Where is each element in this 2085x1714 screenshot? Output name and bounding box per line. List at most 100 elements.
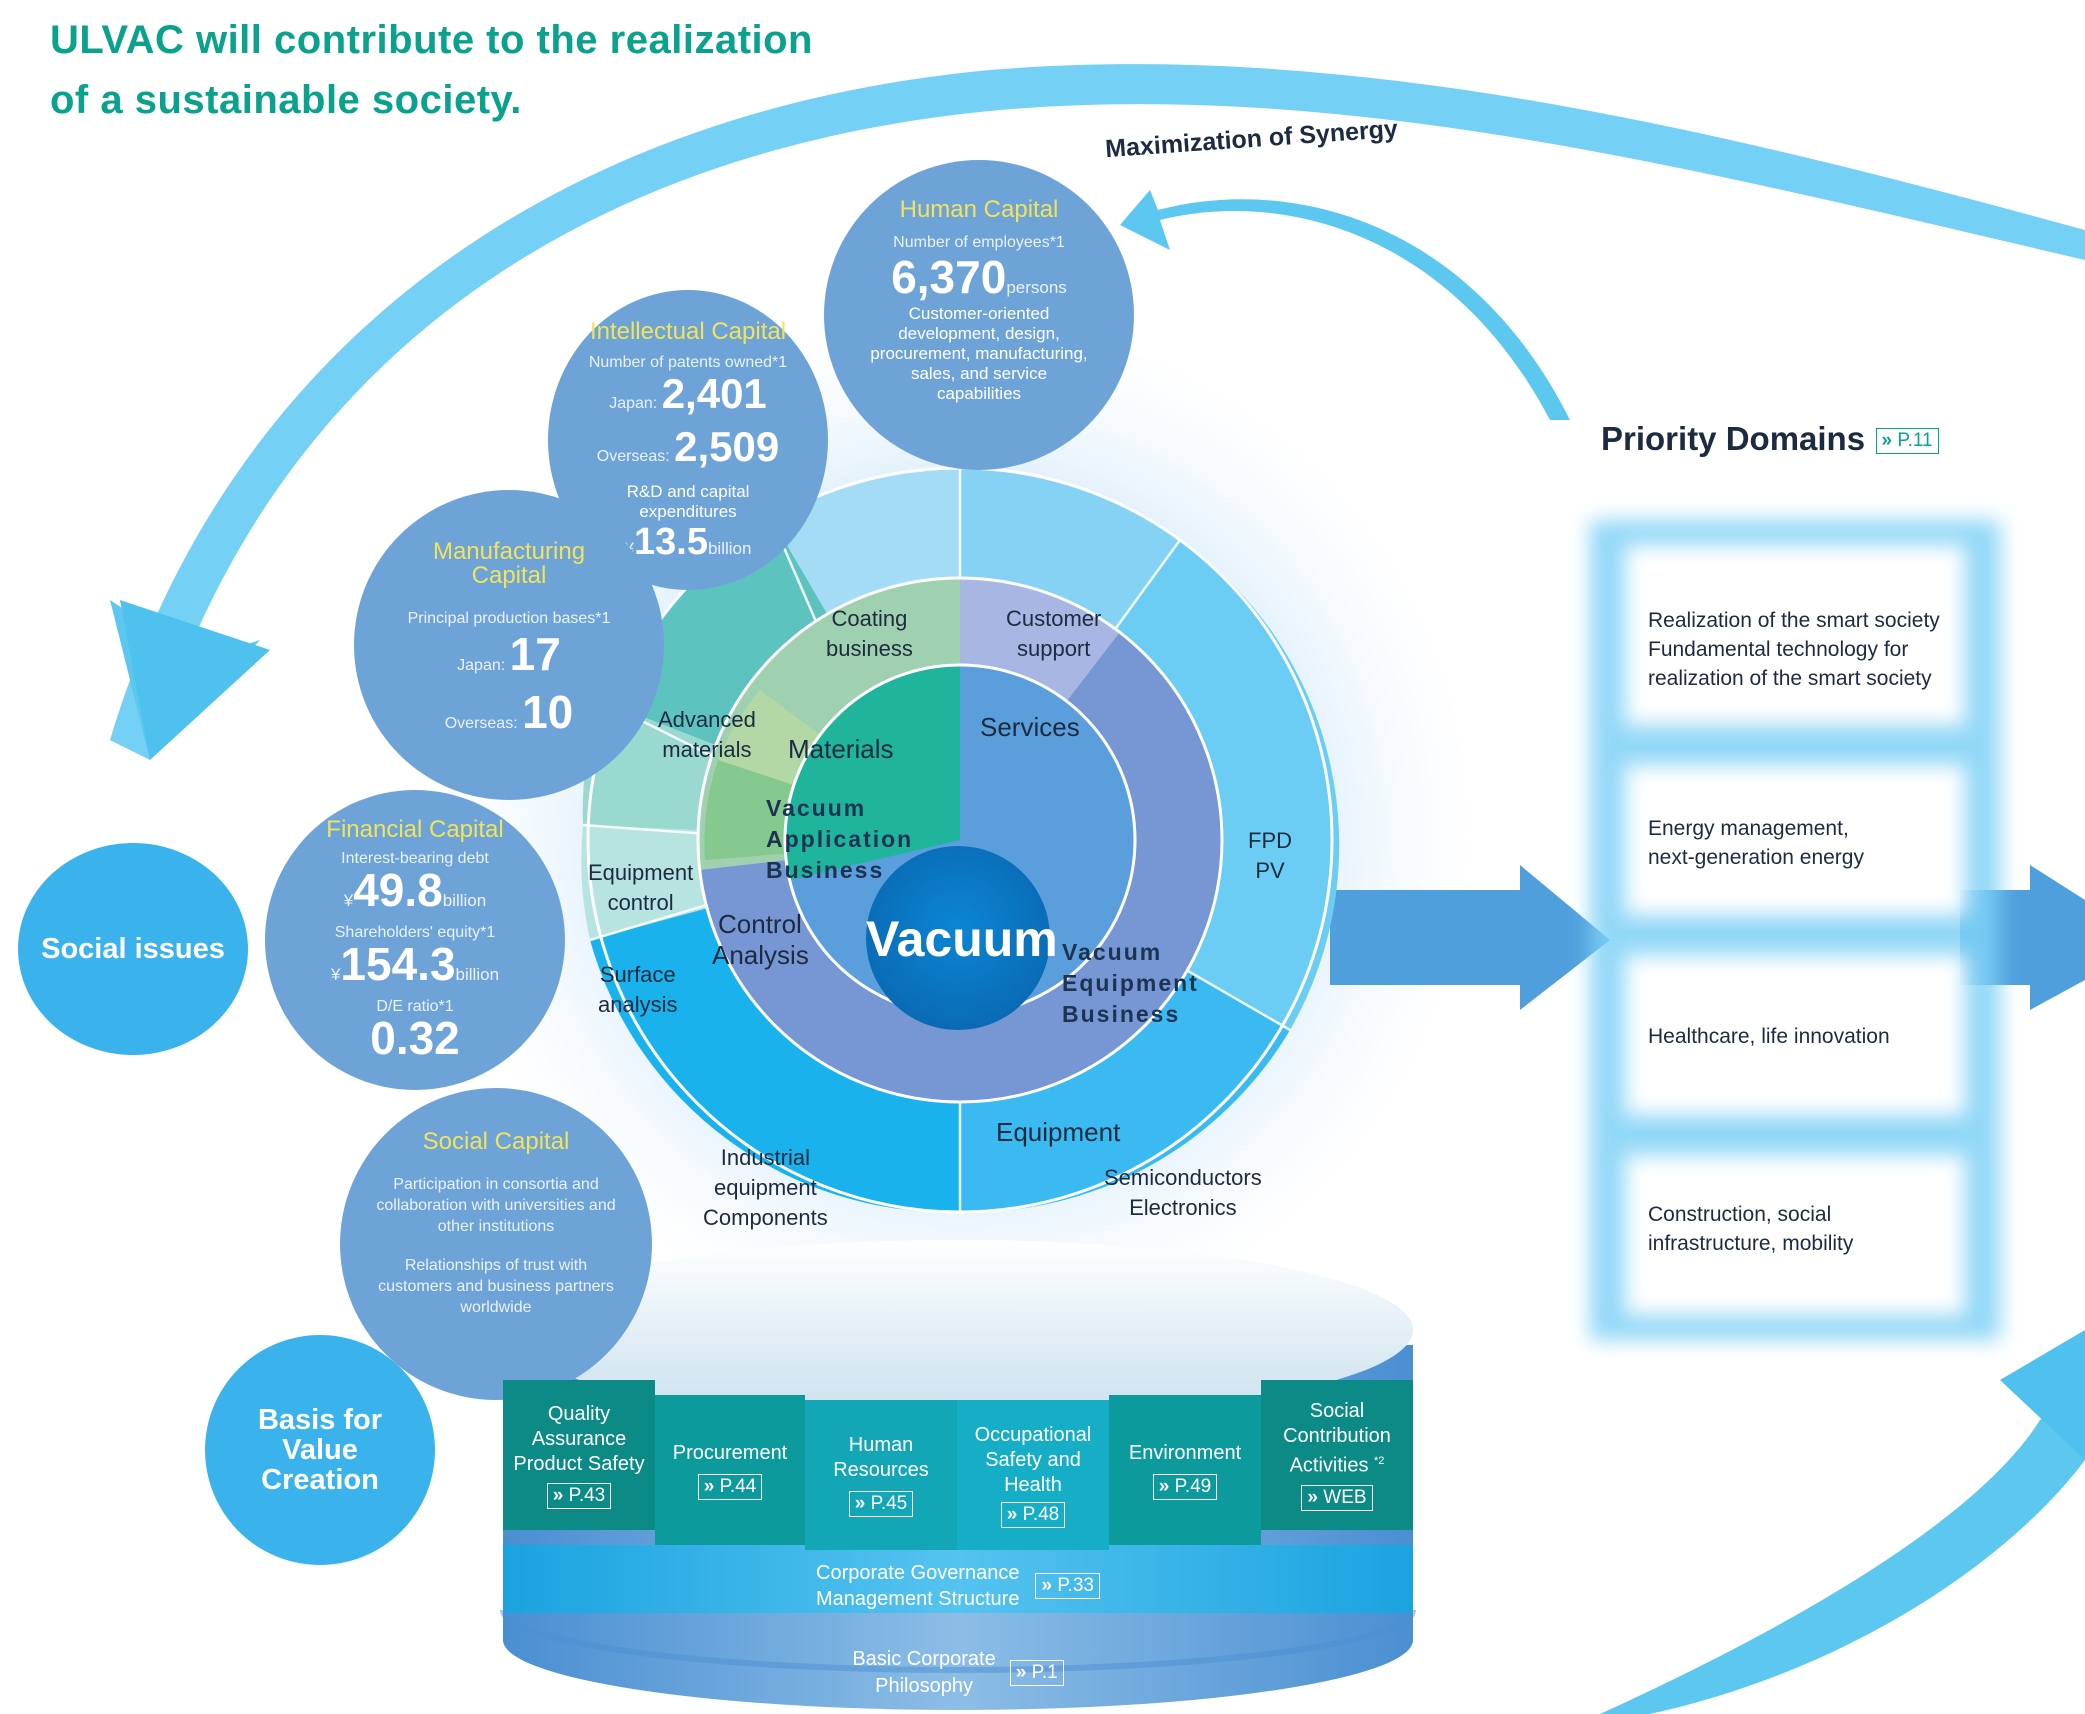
pillar-environment: Environment » P.49 bbox=[1109, 1395, 1261, 1545]
outer-semiconductors: Semiconductors Electronics bbox=[1104, 1163, 1262, 1223]
priority-item-2-l1: Energy management, bbox=[1648, 817, 1849, 840]
pillar-environment-l1: Environment bbox=[1128, 1441, 1242, 1464]
synergy-arrow bbox=[1120, 190, 1570, 420]
philosophy-link[interactable]: » P.1 bbox=[1009, 1660, 1064, 1686]
pillar-hr-ref: P.45 bbox=[870, 1493, 908, 1514]
outer-equipment-control: Equipment control bbox=[588, 858, 693, 918]
bases-overseas-label: Overseas: bbox=[444, 715, 518, 732]
priority-item-1-l2: Fundamental technology for bbox=[1648, 638, 1909, 661]
governance-link[interactable]: » P.33 bbox=[1035, 1573, 1100, 1599]
veb-line-1: Vacuum bbox=[1062, 939, 1163, 965]
outer-equip-ctrl-2: control bbox=[607, 890, 674, 915]
governance-l2: Management Structure bbox=[816, 1588, 1020, 1610]
veb-line-2: Equipment bbox=[1062, 970, 1199, 996]
priority-domains-title: Priority Domains bbox=[1601, 420, 1866, 457]
debt-value: 49.8 bbox=[353, 864, 443, 916]
pillar-procurement-ref: P.44 bbox=[719, 1475, 757, 1497]
equity-value: 154.3 bbox=[340, 938, 456, 990]
manufacturing-capital-title: Manufacturing Capital bbox=[432, 538, 586, 589]
human-capital-title: Human Capital bbox=[899, 196, 1059, 223]
pillar-occupational-safety: Occupational Safety and Health » P.48 bbox=[957, 1400, 1109, 1550]
employee-count: 6,370 bbox=[891, 251, 1007, 303]
pillar-social-link[interactable]: » WEB bbox=[1301, 1484, 1373, 1511]
pillar-osh-l1: Occupational bbox=[974, 1423, 1092, 1446]
ring-analysis: Analysis bbox=[712, 940, 809, 970]
pillar-quality-l3: Product Safety bbox=[513, 1452, 645, 1475]
social-capital-circle: Social Capital Participation in consorti… bbox=[340, 1088, 652, 1400]
priority-item-1: Realization of the smart society Fundame… bbox=[1648, 606, 1940, 693]
ring-control: Control bbox=[718, 909, 802, 939]
chevron-right-icon: » bbox=[854, 1493, 866, 1514]
governance-ref: P.33 bbox=[1057, 1575, 1094, 1596]
pillar-quality: Quality Assurance Product Safety » P.43 bbox=[503, 1380, 655, 1530]
pillar-quality-ref: P.43 bbox=[568, 1484, 606, 1506]
outer-industrial-2: equipment bbox=[714, 1175, 817, 1200]
pillar-osh-ref: P.48 bbox=[1022, 1503, 1060, 1525]
human-capital-label: Number of employees*1 bbox=[893, 234, 1065, 251]
social-capital-desc-2: Relationships of trust with customers an… bbox=[378, 1257, 614, 1316]
pillar-hr-link[interactable]: » P.45 bbox=[848, 1491, 914, 1517]
patents-overseas-label: Overseas: bbox=[596, 448, 670, 465]
chevron-right-icon: » bbox=[1158, 1475, 1170, 1497]
outer-customer-support: Customer support bbox=[1006, 604, 1101, 664]
outer-surface-1: Surface bbox=[599, 962, 676, 987]
pillar-environment-link[interactable]: » P.49 bbox=[1152, 1473, 1218, 1500]
governance-band: Corporate Governance Management Structur… bbox=[503, 1560, 1413, 1612]
pillar-osh-link[interactable]: » P.48 bbox=[1000, 1501, 1066, 1528]
vacuum-equipment-business: Vacuum Equipment Business bbox=[1062, 937, 1199, 1030]
priority-item-1-l1: Realization of the smart society bbox=[1648, 609, 1940, 632]
chevron-right-icon: » bbox=[1041, 1575, 1053, 1596]
social-capital-desc-1: Participation in consortia and collabora… bbox=[376, 1176, 616, 1235]
intellectual-capital-title: Intellectual Capital bbox=[589, 318, 787, 345]
chevron-right-icon: » bbox=[1006, 1503, 1018, 1525]
debt-prefix: ¥ bbox=[343, 891, 354, 910]
rd-unit: billion bbox=[707, 539, 752, 558]
debt-label: Interest-bearing debt bbox=[341, 850, 489, 867]
pillar-social-sup: *2 bbox=[1374, 1455, 1385, 1468]
chevron-right-icon: » bbox=[1307, 1486, 1318, 1508]
social-issues-label: Social issues bbox=[41, 932, 225, 965]
basis-line-3: Creation bbox=[261, 1464, 379, 1496]
vab-line-1: Vacuum bbox=[766, 795, 867, 821]
priority-domains-heading: Priority Domains » P.11 bbox=[1601, 420, 1939, 458]
pillar-quality-l1: Quality bbox=[547, 1402, 611, 1425]
priority-item-3-l1: Healthcare, life innovation bbox=[1648, 1025, 1890, 1048]
de-value: 0.32 bbox=[370, 1012, 460, 1064]
outer-fpd: FPD bbox=[1248, 828, 1292, 853]
equity-label: Shareholders' equity*1 bbox=[334, 924, 496, 941]
pillar-social-contribution: Social Contribution Activities *2 » WEB bbox=[1261, 1380, 1413, 1530]
philosophy-l2: Philosophy bbox=[875, 1675, 973, 1697]
employee-unit: persons bbox=[1006, 278, 1067, 297]
pillar-procurement-l1: Procurement bbox=[672, 1441, 788, 1464]
priority-item-2: Energy management, next-generation energ… bbox=[1648, 814, 1864, 872]
pillar-hr-l2: Resources bbox=[833, 1459, 929, 1481]
patents-japan-label: Japan: bbox=[609, 395, 658, 412]
priority-ref-link[interactable]: » P.11 bbox=[1875, 428, 1939, 454]
governance-l1: Corporate Governance bbox=[816, 1562, 1020, 1584]
chevron-right-icon: » bbox=[1881, 430, 1893, 451]
social-capital-title: Social Capital bbox=[422, 1128, 570, 1155]
outer-industrial-equipment: Industrial equipment Components bbox=[703, 1143, 828, 1233]
vab-line-3: Business bbox=[766, 857, 885, 883]
financial-capital-title: Financial Capital bbox=[326, 816, 504, 843]
priority-item-4-l1: Construction, social bbox=[1648, 1203, 1832, 1226]
pillar-quality-link[interactable]: » P.43 bbox=[546, 1482, 612, 1509]
equity-prefix: ¥ bbox=[330, 965, 341, 984]
outer-advanced-1: Advanced bbox=[658, 707, 756, 732]
pillar-environment-ref: P.49 bbox=[1174, 1475, 1212, 1497]
outer-semi-1: Semiconductors bbox=[1104, 1165, 1262, 1190]
headline-line-3: of a sustainable society. bbox=[50, 78, 522, 122]
priority-item-2-l2: next-generation energy bbox=[1648, 846, 1864, 869]
priority-item-4: Construction, social infrastructure, mob… bbox=[1648, 1200, 1853, 1258]
patents-overseas-value: 2,509 bbox=[674, 423, 780, 470]
vacuum-center bbox=[866, 846, 1050, 1030]
outer-fpd-pv: FPD PV bbox=[1248, 826, 1292, 886]
outer-surface-analysis: Surface analysis bbox=[598, 960, 677, 1020]
debt-unit: billion bbox=[442, 891, 487, 910]
chevron-right-icon: » bbox=[703, 1475, 715, 1497]
pillar-procurement-link[interactable]: » P.44 bbox=[697, 1473, 763, 1500]
priority-item-1-l3: realization of the smart society bbox=[1648, 667, 1932, 690]
chevron-right-icon: » bbox=[1015, 1662, 1027, 1683]
rd-value: 13.5 bbox=[634, 521, 708, 563]
pillar-osh-l3: Health bbox=[1004, 1473, 1062, 1496]
